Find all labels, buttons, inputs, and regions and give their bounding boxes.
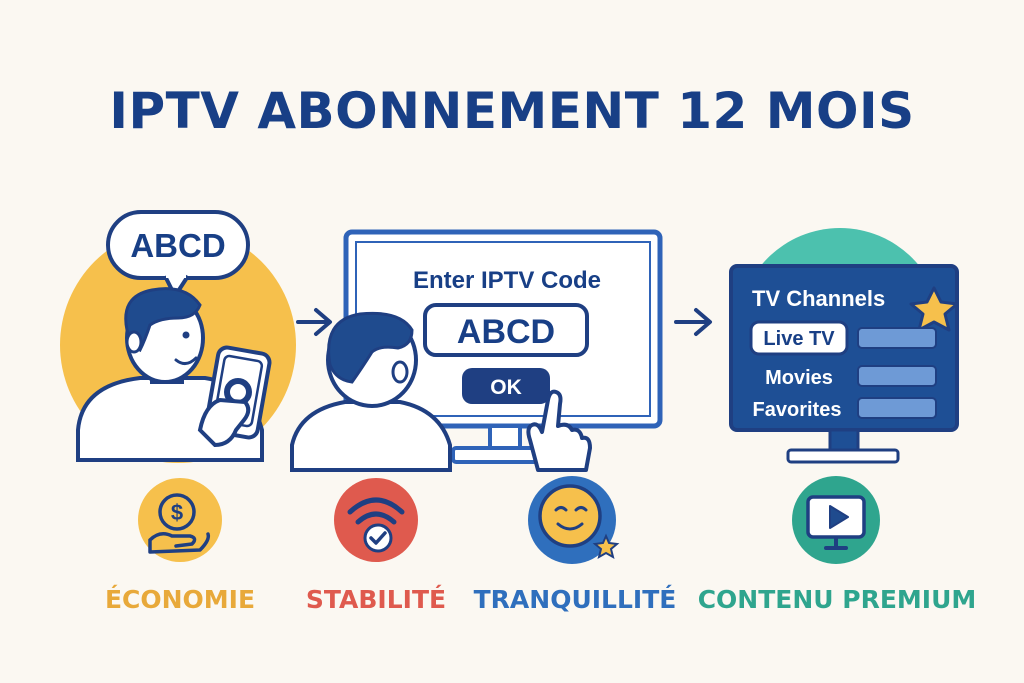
ok-button[interactable] (462, 368, 550, 404)
svg-text:$: $ (171, 500, 183, 525)
feature-label-contenu-premium: CONTENU PREMIUM (697, 585, 977, 614)
person-2-hair (327, 311, 414, 384)
feature-label-economie: ÉCONOMIE (104, 585, 256, 614)
step-2-monitor: Enter IPTV Code ABCD OK (290, 229, 663, 472)
tv-play-icon (792, 476, 880, 564)
menu-item-movies[interactable]: Movies (765, 367, 833, 389)
wifi-check-icon (334, 478, 418, 562)
star-icon (909, 286, 959, 332)
menu-item-label: Live TV (763, 328, 835, 350)
ok-button-label: OK (490, 376, 522, 399)
smiley-star-icon (528, 476, 620, 564)
step-1-person-phone: ABCD (60, 210, 296, 463)
enter-code-prompt: Enter IPTV Code (413, 267, 601, 294)
feature-label-tranquillite: TRANQUILLITÉ (473, 585, 677, 614)
pointing-hand-icon (526, 389, 592, 472)
step-3-channels-tv: TV Channels Live TV Movies Favorites (729, 228, 959, 464)
code-input-box[interactable] (423, 303, 589, 357)
arrow-right-icon (674, 308, 712, 336)
dollar-hand-icon: $ (138, 478, 222, 562)
channels-header: TV Channels (752, 286, 885, 311)
speech-bubble: ABCD (106, 210, 250, 298)
bubble-code-text: ABCD (130, 227, 225, 264)
arrow-right-icon (296, 308, 332, 336)
code-input-value: ABCD (457, 313, 555, 351)
feature-label-stabilite: STABILITÉ (305, 585, 447, 614)
person-2-body (290, 400, 452, 472)
menu-item-live-tv[interactable] (749, 320, 849, 356)
page-title: IPTV ABONNEMENT 12 MOIS (109, 82, 915, 140)
menu-item-favorites[interactable]: Favorites (753, 399, 842, 421)
